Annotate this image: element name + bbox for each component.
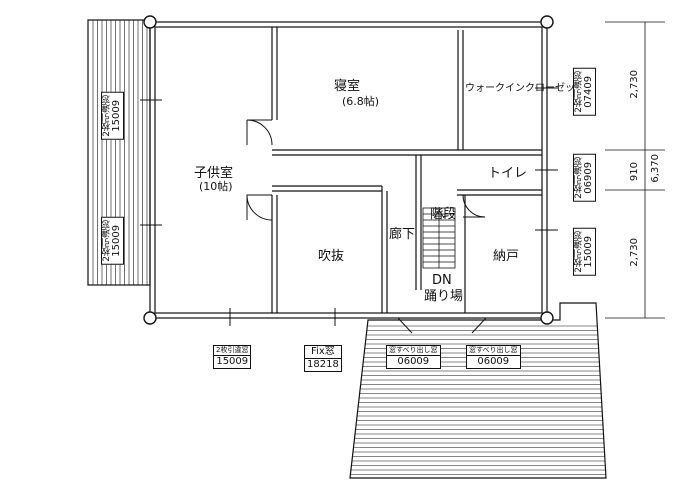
room-label-storage: 納戸	[493, 249, 520, 264]
stairs-down-label: DN	[432, 273, 452, 288]
window-type: 窓すべり出し窓	[387, 346, 440, 356]
window-code: 06909	[583, 161, 594, 194]
room-label-toilet: トイレ	[488, 166, 528, 181]
window-code: 06009	[477, 356, 510, 367]
window-type: 窓すべり出し窓	[467, 346, 520, 356]
room-label-corridor: 廊下	[389, 227, 416, 242]
bottom-balcony-deck	[349, 302, 607, 479]
dimension-total: 6,370	[650, 154, 661, 183]
window-type: 2枚引違窓	[214, 346, 251, 356]
room-label-landing: 踊り場	[424, 289, 464, 304]
window-code: 18218	[307, 359, 339, 370]
interior-walls	[271, 27, 542, 313]
window-tag-bottom-fix: Fix窓 18218	[304, 345, 342, 372]
window-marks	[140, 87, 558, 334]
window-tag-bottom-left: 2枚引違窓 15009	[213, 345, 252, 369]
staircase	[422, 207, 456, 269]
room-label-void: 吹抜	[318, 249, 345, 264]
dimension-line	[605, 21, 665, 319]
dimension-segment-1: 2,730	[629, 70, 640, 99]
corner-columns	[143, 15, 554, 325]
window-tag-bottom-sliding-2: 窓すべり出し窓 06009	[466, 345, 521, 369]
room-size-bedroom: (6.8帖)	[342, 95, 380, 108]
window-code: 15009	[111, 224, 122, 257]
room-label-walk-in-closet: ウォークインクローゼット	[465, 83, 585, 94]
window-tag-right-middle: 2枚引違窓 06909	[573, 154, 596, 202]
window-code: 15009	[111, 99, 122, 132]
window-tag-bottom-sliding-1: 窓すべり出し窓 06009	[386, 345, 441, 369]
window-tag-left-top: 2枚引違窓 15009	[101, 92, 124, 140]
window-tag-right-bottom: 2枚引違窓 15009	[573, 228, 596, 276]
door-swings	[246, 119, 486, 221]
room-size-child-room: (10帖)	[199, 180, 233, 193]
window-tag-right-top: 2枚引違窓 07409	[573, 68, 596, 116]
room-label-child-room: 子供室	[194, 166, 234, 181]
room-label-stairs: 階段	[430, 207, 457, 222]
window-code: 07409	[583, 75, 594, 108]
window-code: 15009	[216, 356, 249, 367]
window-type: Fix窓	[305, 346, 341, 359]
window-code: 06009	[397, 356, 430, 367]
dimension-segment-3: 2,730	[629, 238, 640, 267]
window-tag-left-bottom: 2枚引違窓 15009	[101, 217, 124, 265]
dimension-segment-2: 910	[629, 162, 640, 182]
window-code: 15009	[583, 235, 594, 268]
room-label-bedroom: 寝室	[334, 79, 361, 94]
